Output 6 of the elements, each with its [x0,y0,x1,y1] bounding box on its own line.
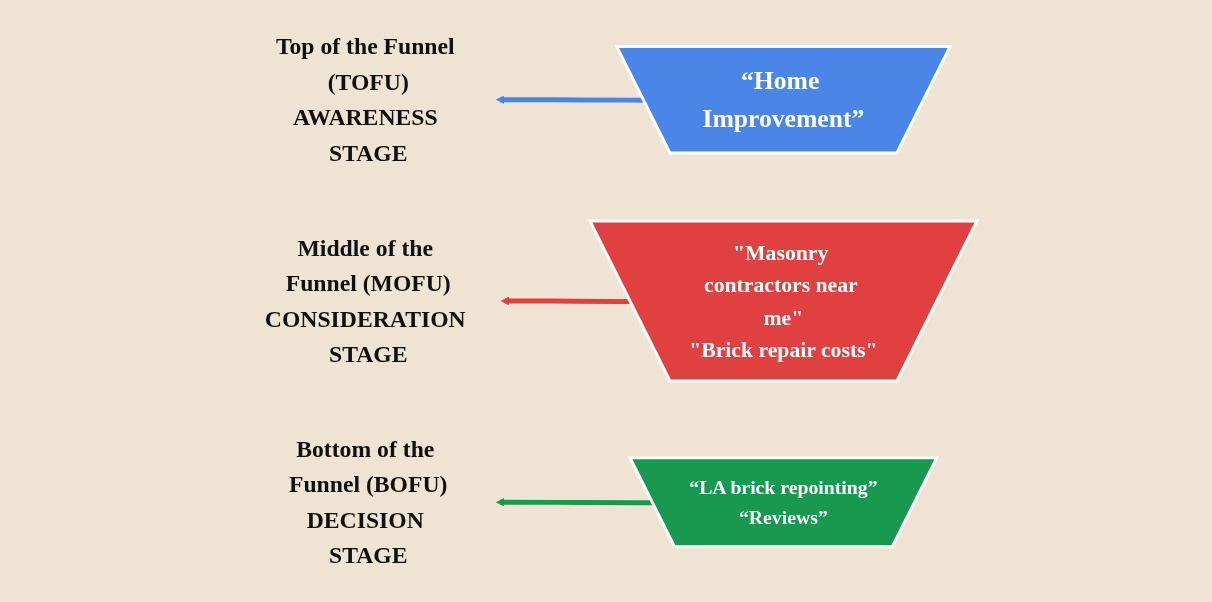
arrow [496,497,653,507]
node-text: Middle of the Funnel (MOFU) CONSIDERATION STAGE [264,234,466,368]
node-text: Bottom of the Funnel (BOFU) DECISION STAGE [288,436,448,569]
node-text: Top of the Funnel (TOFU) AWARENESS STAGE [275,33,455,166]
arrow [496,95,644,105]
arrow [500,296,631,306]
